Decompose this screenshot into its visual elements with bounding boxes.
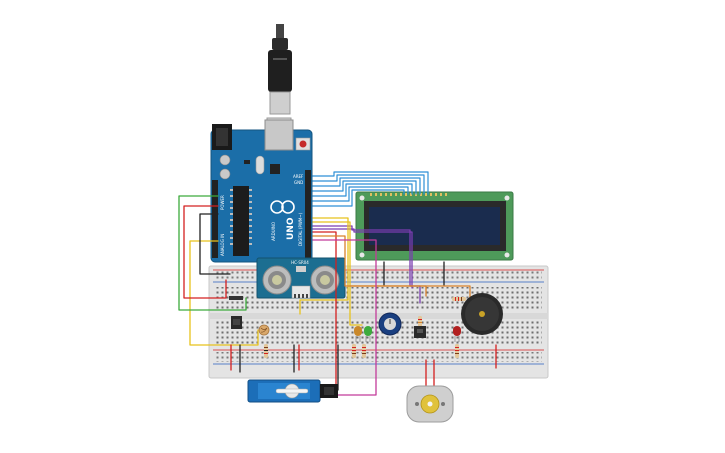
resistor[interactable]	[452, 297, 466, 301]
led-red[interactable]	[453, 326, 461, 342]
resistor[interactable]	[352, 344, 356, 358]
resistor[interactable]	[455, 344, 459, 358]
wire-magenta	[312, 239, 377, 396]
photoresistor[interactable]	[258, 324, 270, 336]
aref-pin-label: AREF	[293, 174, 304, 179]
header-strip	[229, 296, 243, 300]
arduino-uno-board[interactable]: ARDUINO UNO DIGITAL (PWM~) ANALOG IN POW…	[210, 119, 313, 263]
servo-motor[interactable]	[247, 379, 338, 403]
ultrasonic-label: HC-SR04	[291, 260, 309, 265]
wire-yellow	[189, 217, 363, 346]
piezo-buzzer[interactable]	[461, 293, 503, 335]
black-module[interactable]	[231, 316, 242, 329]
lcd-16x2[interactable]	[355, 191, 514, 261]
arduino-logo	[270, 200, 295, 214]
resistor[interactable]	[362, 344, 366, 358]
potentiometer[interactable]	[378, 312, 402, 336]
arduino-model-label: UNO	[286, 217, 296, 240]
gnd-pin-label: GND	[294, 180, 303, 185]
arduino-brand-label: ARDUINO	[271, 222, 276, 241]
dc-motor[interactable]	[406, 385, 454, 423]
led-green[interactable]	[364, 326, 372, 342]
analog-header-label: ANALOG IN	[220, 234, 225, 256]
wire-green	[178, 195, 247, 311]
reset-button[interactable]	[295, 137, 311, 151]
wire-lcd-data-blue	[312, 171, 429, 207]
resistor[interactable]	[264, 344, 268, 358]
power-header-label: POWER	[220, 195, 225, 210]
ultrasonic-sensor[interactable]: HC-SR04	[256, 257, 346, 299]
digital-header-label: DIGITAL (PWM~)	[298, 212, 303, 246]
led-orange[interactable]	[354, 326, 362, 342]
wire-orange	[312, 235, 471, 299]
wires	[178, 171, 497, 396]
transistor[interactable]	[414, 326, 426, 338]
